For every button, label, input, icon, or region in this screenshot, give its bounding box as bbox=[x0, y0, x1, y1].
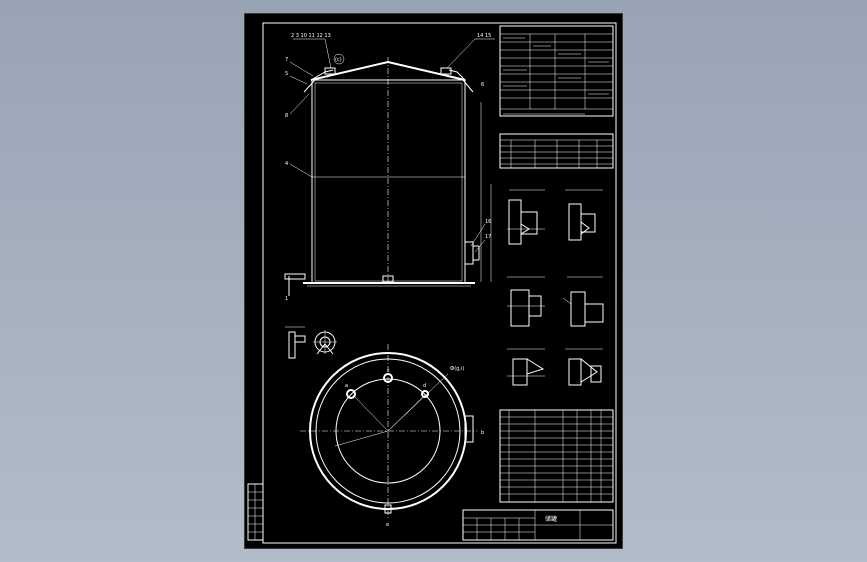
revision-strip bbox=[247, 483, 264, 541]
callouts-top-right: 14 15 bbox=[477, 33, 491, 39]
parts-list-table bbox=[499, 409, 614, 503]
nozzle-label-b: b bbox=[481, 430, 484, 436]
nozzle-label-c: c bbox=[387, 368, 390, 374]
nozzle-label-d: d bbox=[423, 383, 426, 389]
tank-shell-inner bbox=[314, 82, 463, 282]
nozzle-label-e: e bbox=[386, 522, 389, 528]
label-5: 5 bbox=[285, 71, 288, 77]
weld-details bbox=[507, 189, 604, 386]
label-6: 6 bbox=[481, 82, 484, 88]
label-4: 4 bbox=[285, 161, 288, 167]
cad-drawing: 2 3 10 11 12 13 14 15 (c) 7 5 8 4 1 6 16… bbox=[247, 22, 617, 544]
tank-elevation bbox=[284, 38, 495, 296]
title-block-name: 储罐 bbox=[545, 515, 557, 523]
nozzle-label-a: a bbox=[345, 383, 348, 389]
design-data-table bbox=[499, 25, 614, 117]
nozzle-table bbox=[499, 133, 614, 169]
plan-note: Ф(g,i) bbox=[450, 366, 464, 372]
label-8: 8 bbox=[285, 113, 288, 119]
drawing-sheet: 2 3 10 11 12 13 14 15 (c) 7 5 8 4 1 6 16… bbox=[244, 13, 623, 549]
callouts-top-left: 2 3 10 11 12 13 bbox=[291, 33, 331, 39]
inner-frame bbox=[262, 22, 617, 544]
label-1: 1 bbox=[285, 296, 288, 302]
tank-shell bbox=[311, 79, 466, 284]
tank-plan bbox=[300, 344, 477, 519]
label-17: 17 bbox=[485, 234, 491, 240]
detail-marker: (c) bbox=[335, 57, 342, 63]
detail-view-left bbox=[285, 326, 337, 359]
title-block bbox=[462, 509, 614, 541]
label-7: 7 bbox=[285, 57, 288, 63]
label-16: 16 bbox=[485, 219, 491, 225]
